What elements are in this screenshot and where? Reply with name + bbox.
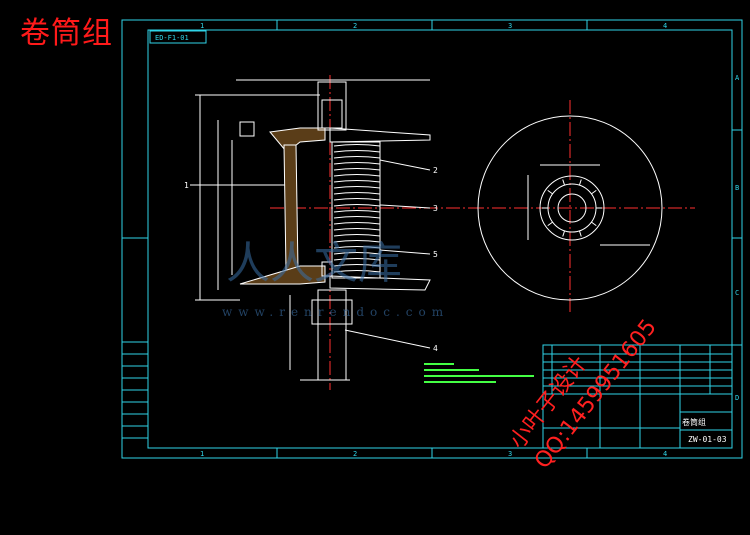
row-b: B [735, 184, 739, 192]
drum-section [239, 81, 431, 381]
rope-winding [333, 198, 381, 201]
dimensions-left [195, 79, 430, 381]
rope-winding [333, 192, 381, 195]
col-2-top: 2 [353, 22, 357, 30]
spline-tooth [578, 230, 582, 237]
rope-winding [333, 144, 381, 147]
rope-winding [333, 264, 381, 267]
part-label-2: 2 [433, 166, 438, 175]
rope-winding [333, 156, 381, 159]
rope-winding [333, 216, 381, 219]
drum-end-view [477, 115, 663, 301]
title-block-drawing-no: ZW-01-03 [688, 435, 727, 444]
spline-tooth [562, 230, 566, 237]
title-block-name: 卷筒组 [682, 417, 706, 427]
rope-winding [333, 252, 381, 255]
rope-winding [333, 162, 381, 165]
spline-tooth [547, 189, 553, 195]
spline-tooth [562, 179, 566, 186]
rope-winding [333, 204, 381, 207]
part-label-4: 4 [433, 344, 438, 353]
rope-winding [333, 180, 381, 183]
col-3-top: 3 [508, 22, 512, 30]
technical-notes [424, 363, 534, 383]
row-a: A [735, 74, 740, 82]
rope-winding [333, 246, 381, 249]
rope-winding [333, 150, 381, 153]
drawing-title: 卷筒组 [20, 16, 113, 51]
col-1-top: 1 [200, 22, 204, 30]
rope-winding [333, 258, 381, 261]
spline-tooth [578, 179, 582, 186]
col-4-bottom: 4 [663, 450, 667, 458]
watermark-url: www.renrendoc.com [222, 305, 449, 319]
spline-tooth [591, 221, 597, 227]
sheet-code: ED-F1-01 [155, 34, 189, 42]
part-label-3: 3 [433, 204, 438, 213]
spline-tooth [547, 221, 553, 227]
leaders [190, 159, 431, 349]
rope-winding [333, 222, 381, 225]
rope-winding [333, 270, 381, 273]
rope-winding [333, 168, 381, 171]
col-1-bottom: 1 [200, 450, 204, 458]
row-d: D [735, 394, 739, 402]
part-label-1: 1 [184, 181, 189, 190]
sheet-code-box [149, 30, 207, 44]
spline-tooth [591, 189, 597, 195]
rope-winding [333, 210, 381, 213]
rope-winding [333, 240, 381, 243]
row-c: C [735, 289, 739, 297]
rope-winding [333, 186, 381, 189]
col-2-bottom: 2 [353, 450, 357, 458]
watermark-text: 人人文库 [226, 238, 402, 289]
rope-winding [333, 174, 381, 177]
outer-frame [121, 19, 743, 459]
rope-winding [333, 234, 381, 237]
col-4-top: 4 [663, 22, 667, 30]
inner-frame [147, 29, 733, 449]
title-block [542, 344, 733, 449]
part-label-5: 5 [433, 250, 438, 259]
col-3-bottom: 3 [508, 450, 512, 458]
rope-winding [333, 228, 381, 231]
